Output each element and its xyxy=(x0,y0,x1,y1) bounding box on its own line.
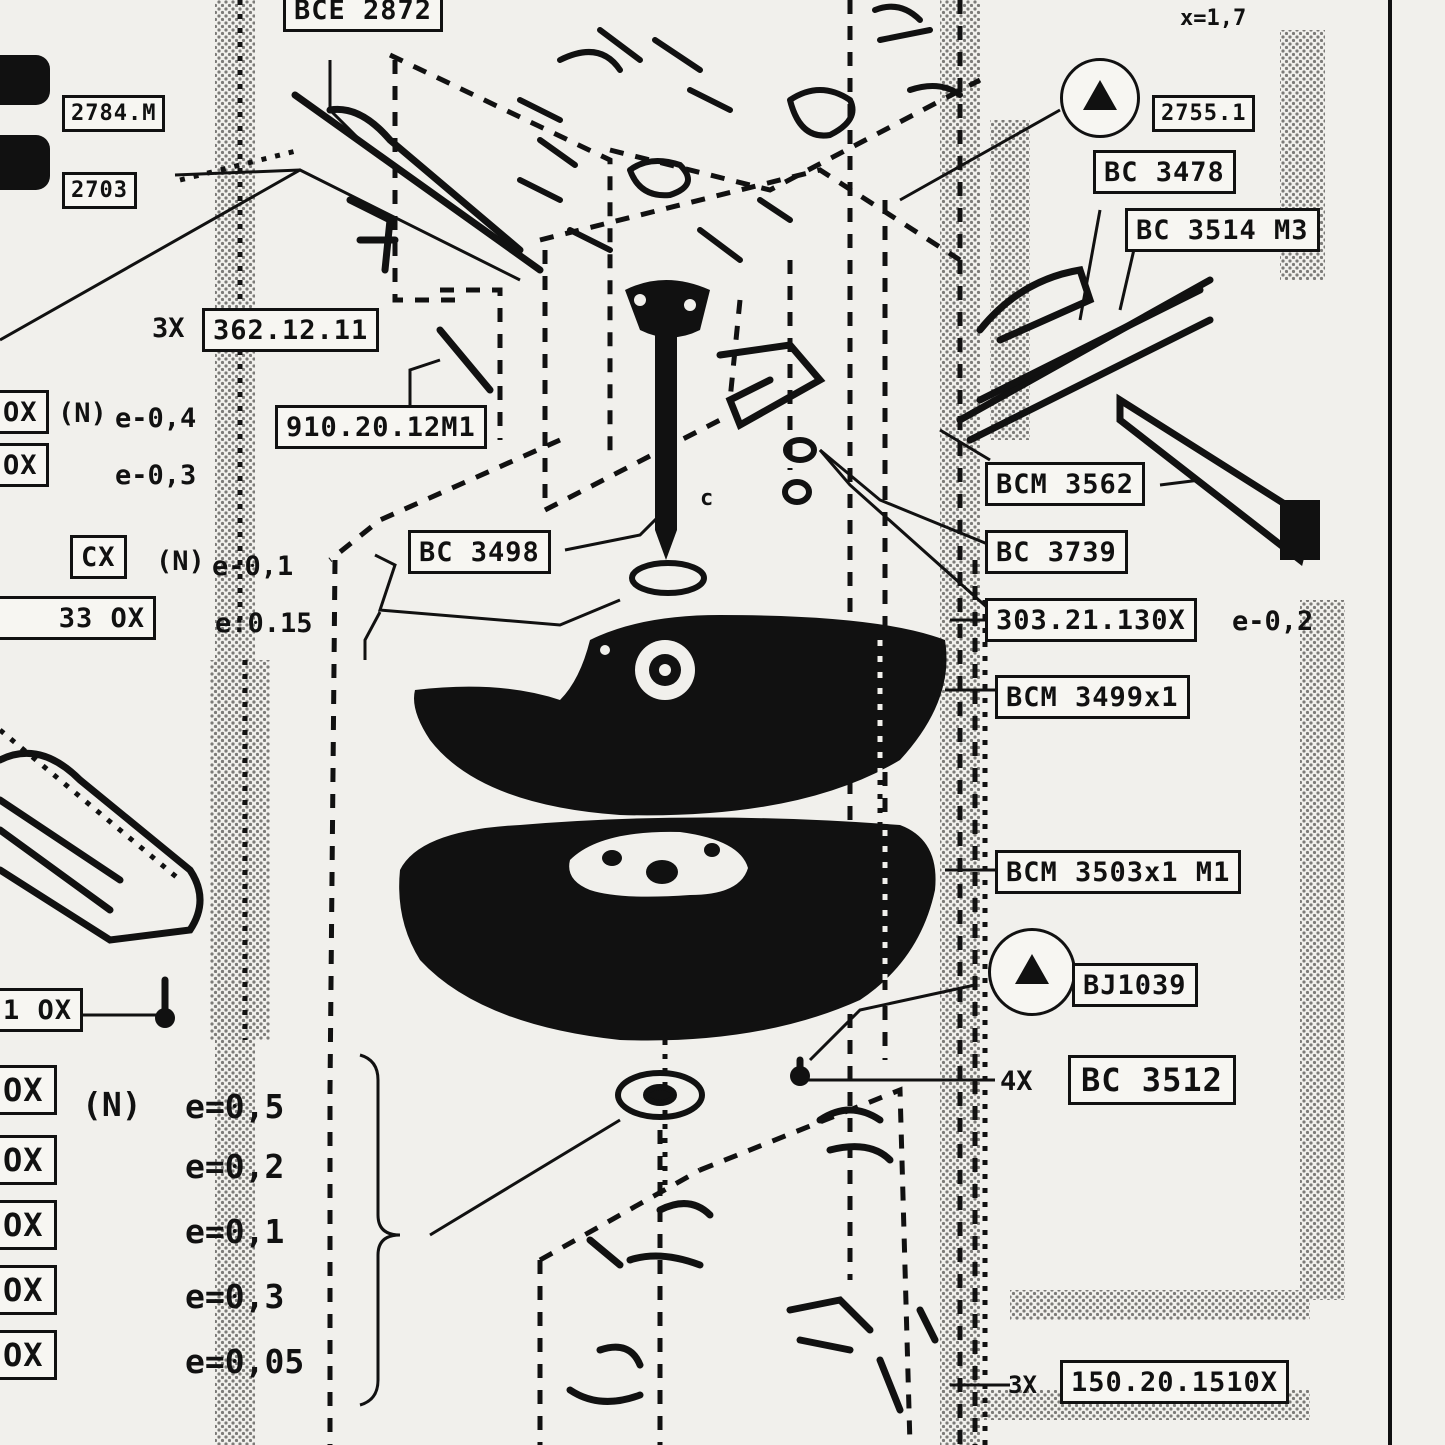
annotation-e02: e=0,2 xyxy=(185,1147,285,1186)
lower-disc-holes xyxy=(602,843,720,884)
annotation-x17: x=1,7 xyxy=(1180,6,1247,31)
part-label-150-20-1510x[interactable]: 150.20.1510X xyxy=(1060,1360,1290,1404)
black-tab-shape xyxy=(0,55,50,105)
lower-disc xyxy=(399,817,936,1041)
disc-screw xyxy=(790,1066,810,1086)
annotation-e01: e=0,1 xyxy=(185,1212,285,1251)
lower-plate-fragments xyxy=(566,1056,939,1414)
left-bridge-parts xyxy=(0,91,544,1024)
annotation-n: (N) xyxy=(156,546,205,577)
part-label-bc3498[interactable]: BC 3498 xyxy=(408,530,551,574)
part-label-bcm3562[interactable]: BCM 3562 xyxy=(985,462,1146,506)
annotation-qty-3x-bottom: 3X xyxy=(1008,1371,1037,1399)
part-label-bc3478[interactable]: BC 3478 xyxy=(1093,150,1236,194)
part-label-left-cx[interactable]: CX xyxy=(70,535,127,579)
part-label-bc3512[interactable]: BC 3512 xyxy=(1068,1055,1236,1105)
leader-lines xyxy=(0,60,1201,1407)
part-label-362-12-11[interactable]: 362.12.11 xyxy=(202,308,380,352)
annotation-e015: e:0.15 xyxy=(215,608,313,639)
right-lever-end xyxy=(1280,500,1320,560)
part-label-bcm3499x1[interactable]: BCM 3499x1 xyxy=(995,675,1190,719)
upper-disc-gear-hole xyxy=(600,640,695,700)
part-label-stack-ox-2[interactable]: OX xyxy=(0,1135,57,1185)
annotation-e02-right: e-0,2 xyxy=(1232,606,1314,637)
part-label-2784[interactable]: 2784.M xyxy=(62,95,166,132)
annotation-e03: e-0,3 xyxy=(115,460,197,491)
part-label-bj1039[interactable]: BJ1039 xyxy=(1072,963,1198,1007)
annotation-e005: e=0,05 xyxy=(185,1342,305,1381)
part-label-left-33ox[interactable]: 33 OX xyxy=(0,596,156,640)
part-label-bc3514[interactable]: BC 3514 M3 xyxy=(1125,208,1320,252)
annotation-e03: e=0,3 xyxy=(185,1277,285,1316)
annotation-e04: e-0,4 xyxy=(115,403,197,434)
part-label-910-20-12m1[interactable]: 910.20.12M1 xyxy=(275,405,487,449)
annotation-n: (N) xyxy=(82,1085,142,1124)
part-label-left-ox-a[interactable]: OX xyxy=(0,390,49,434)
part-label-bcm3503x1-m1[interactable]: BCM 3503x1 M1 xyxy=(995,850,1242,894)
arbor xyxy=(625,280,710,560)
part-label-clip: BCE 2872 xyxy=(283,0,553,42)
part-label-2703[interactable]: 2703 xyxy=(62,172,137,209)
left-screw xyxy=(155,1008,175,1028)
annotation-n: (N) xyxy=(58,398,107,429)
washers xyxy=(615,437,817,1120)
annotation-qty-4x: 4X xyxy=(1000,1066,1033,1097)
part-label-left-1ox[interactable]: 1 OX xyxy=(0,988,84,1032)
part-label-2755[interactable]: 2755.1 xyxy=(1152,95,1256,132)
black-tab-shape xyxy=(0,135,50,190)
warning-triangle-icon xyxy=(988,928,1076,1016)
annotation-e05: e=0,5 xyxy=(185,1087,285,1126)
upper-disc xyxy=(414,615,947,816)
page-frame-line xyxy=(1388,0,1392,1445)
part-label-303-21-130x[interactable]: 303.21.130X xyxy=(985,598,1197,642)
annotation-e01: e-0,1 xyxy=(212,551,294,582)
warning-triangle-icon xyxy=(1060,58,1140,138)
part-label-stack-ox-4[interactable]: OX xyxy=(0,1265,57,1315)
part-label-left-ox-b[interactable]: OX xyxy=(0,443,49,487)
annotation-c-mark: c xyxy=(700,486,714,511)
part-label-bc3739[interactable]: BC 3739 xyxy=(985,530,1128,574)
part-label-bce2872[interactable]: BCE 2872 xyxy=(283,0,444,32)
part-label-stack-ox-3[interactable]: OX xyxy=(0,1200,57,1250)
part-label-stack-ox-1[interactable]: OX xyxy=(0,1065,57,1115)
part-label-stack-ox-5[interactable]: OX xyxy=(0,1330,57,1380)
upper-gear-cluster xyxy=(517,3,963,263)
annotation-qty-3x: 3X xyxy=(152,313,185,344)
